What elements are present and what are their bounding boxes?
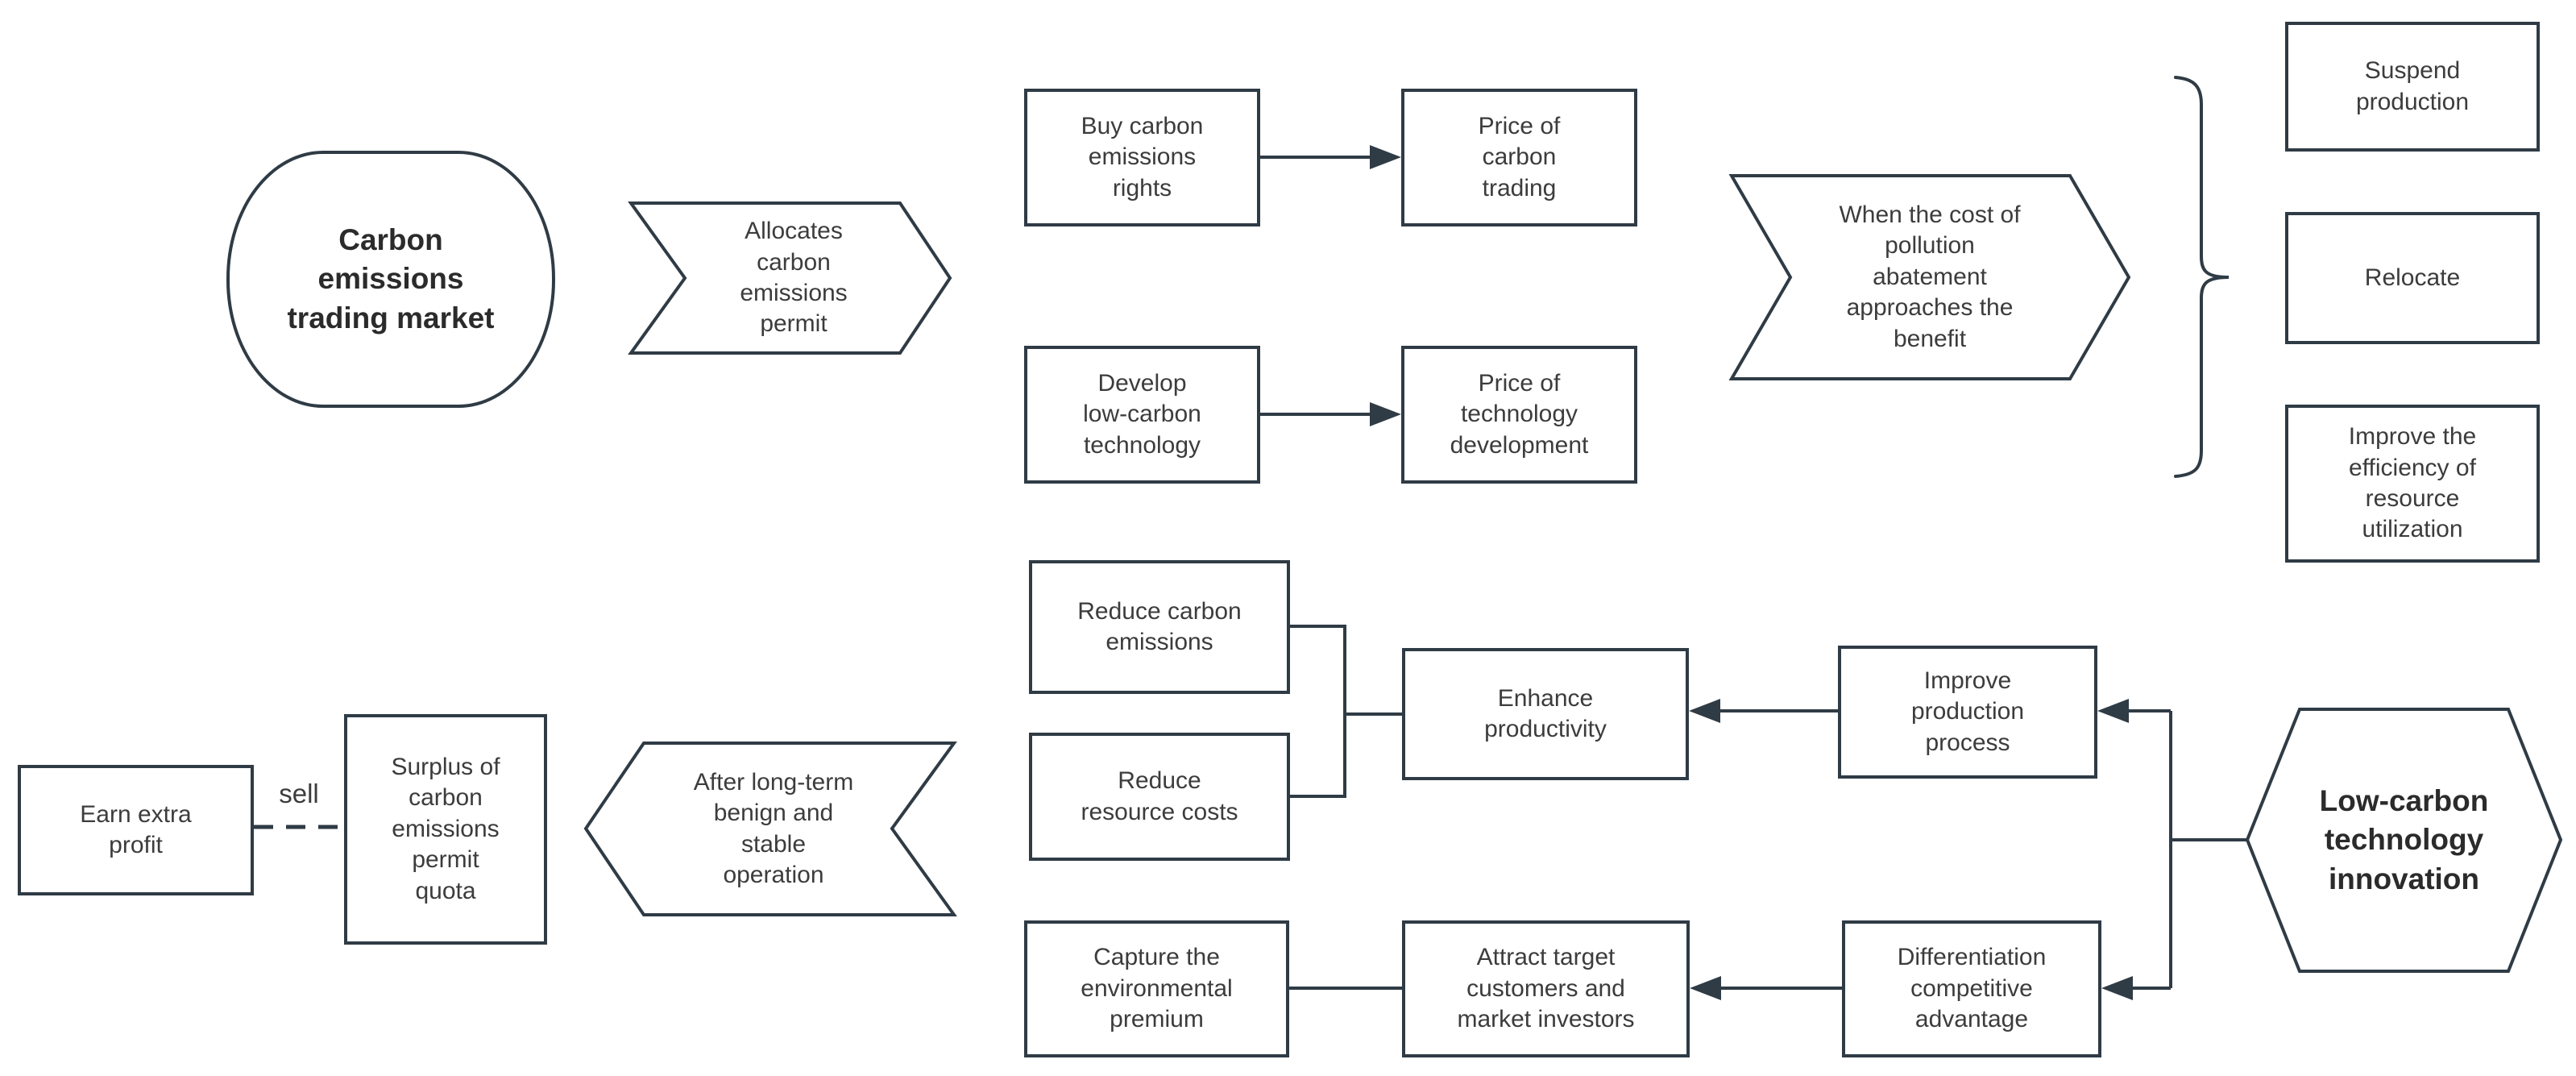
node-develop-low-carbon-technology: Develop low-carbon technology: [1024, 346, 1260, 484]
node-carbon-emissions-trading-market: Carbon emissions trading market: [226, 151, 555, 408]
edge-reduce-bracket: [1290, 625, 1346, 798]
node-low-carbon-technology-innovation: Low-carbon technology innovation: [2319, 784, 2489, 895]
node-relocate: Relocate: [2285, 212, 2540, 344]
arrowhead-left-icon: [2101, 976, 2133, 1000]
arrowhead-left-icon: [1690, 976, 1721, 1000]
node-enhance-productivity: Enhance productivity: [1402, 648, 1689, 780]
node-when-cost-pollution-abatement: When the cost of pollution abatement app…: [1839, 201, 2021, 352]
node-surplus-carbon-emissions-permit-quota: Surplus of carbon emissions permit quota: [344, 714, 547, 945]
when-chevron-shape: [1728, 174, 2131, 380]
node-buy-carbon-emissions-rights: Buy carbon emissions rights: [1024, 89, 1260, 226]
after-chevron-shape: [583, 742, 957, 916]
node-price-of-technology-development: Price of technology development: [1401, 346, 1637, 484]
node-reduce-resource-costs: Reduce resource costs: [1029, 733, 1290, 861]
node-improve-efficiency-resource-utilization: Improve the efficiency of resource utili…: [2285, 405, 2540, 563]
node-price-of-carbon-trading: Price of carbon trading: [1401, 89, 1637, 226]
node-reduce-carbon-emissions: Reduce carbon emissions: [1029, 560, 1290, 694]
allocates-chevron-shape: [628, 201, 952, 355]
node-capture-environmental-premium: Capture the environmental premium: [1024, 920, 1289, 1057]
grouping-brace: [2174, 76, 2230, 478]
node-improve-production-process: Improve production process: [1838, 646, 2097, 779]
node-earn-extra-profit: Earn extra profit: [18, 765, 254, 895]
arrowhead-right-icon: [1370, 402, 1401, 426]
node-allocates-carbon-emissions-permit: Allocates carbon emissions permit: [740, 218, 848, 338]
node-attract-target-customers-investors: Attract target customers and market inve…: [1402, 920, 1690, 1057]
arrowhead-right-icon: [1370, 145, 1401, 169]
arrowhead-left-icon: [1689, 699, 1720, 723]
arrowhead-left-icon: [2097, 699, 2129, 723]
node-after-long-term-stable-operation: After long-term benign and stable operat…: [693, 768, 854, 888]
node-differentiation-competitive-advantage: Differentiation competitive advantage: [1842, 920, 2101, 1057]
node-suspend-production: Suspend production: [2285, 22, 2540, 152]
edge-label-sell: sell: [279, 778, 319, 808]
